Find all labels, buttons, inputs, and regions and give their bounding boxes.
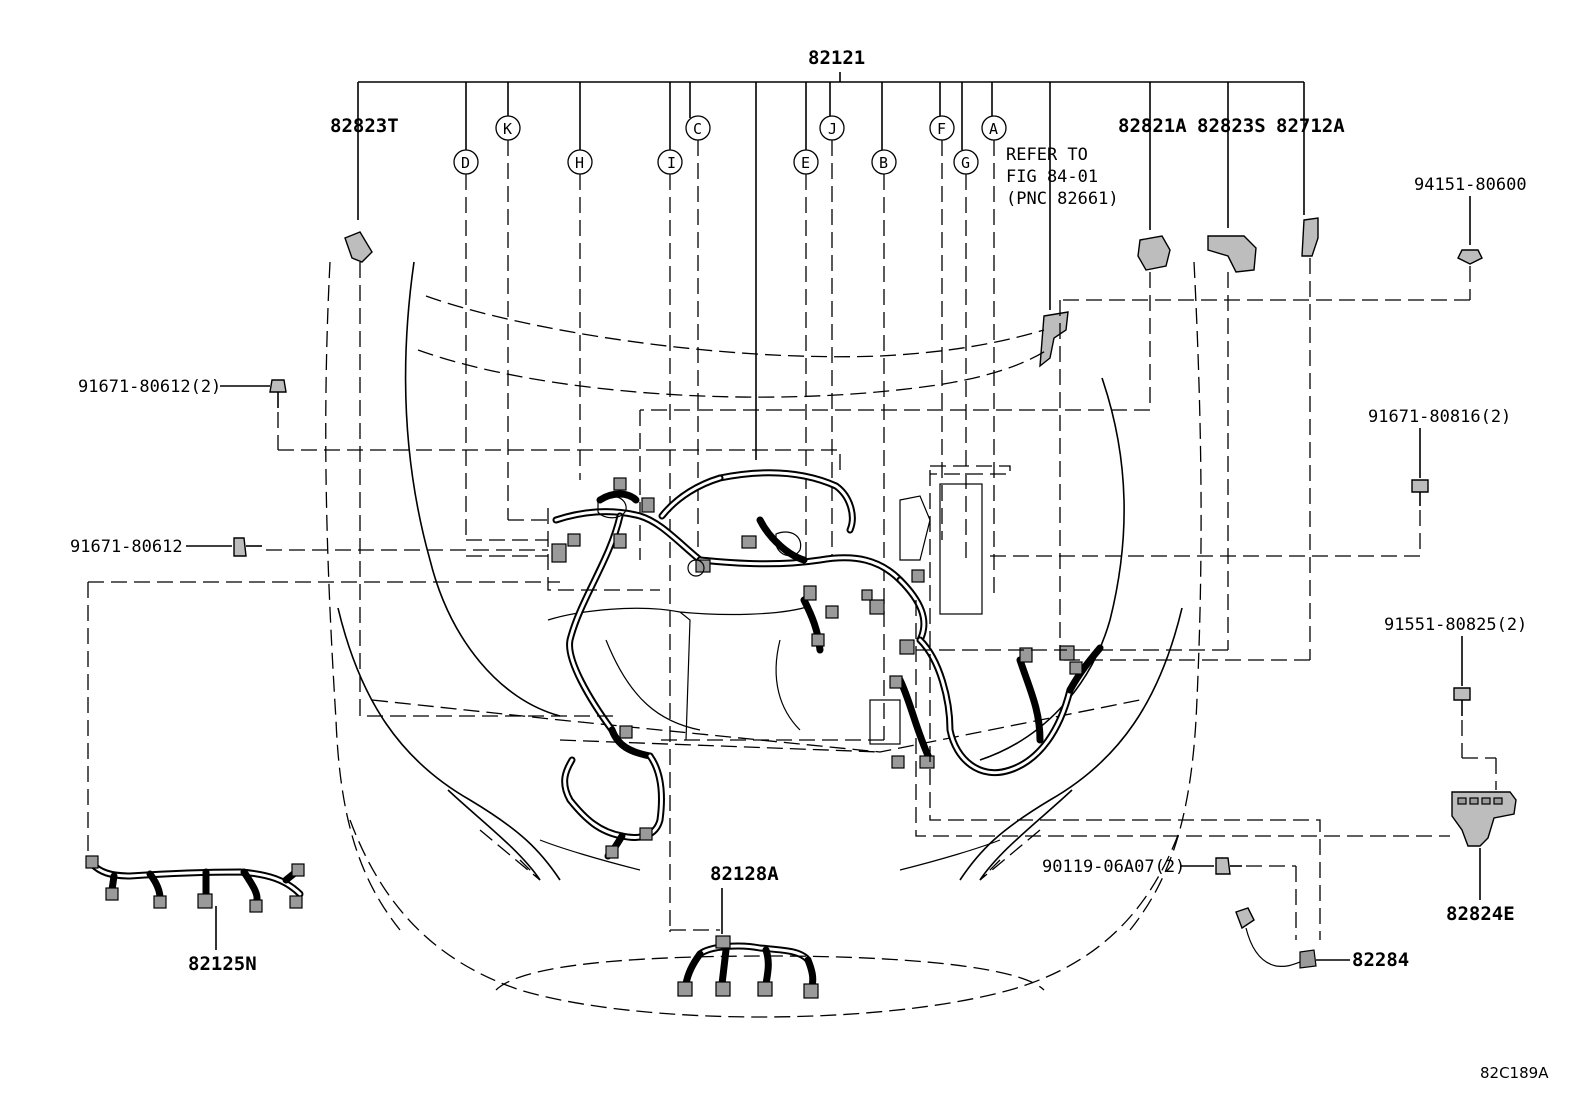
svg-text:H: H xyxy=(575,154,584,172)
sub-harness-82128a xyxy=(670,888,819,999)
svg-text:F: F xyxy=(937,120,946,138)
svg-text:K: K xyxy=(503,120,512,138)
callout-e: E xyxy=(793,149,819,560)
svg-text:FIG 84-01: FIG 84-01 xyxy=(1006,167,1098,187)
relay-block-82824e xyxy=(1451,757,1517,900)
figure-code: 82C189A xyxy=(1480,1064,1549,1082)
part-number-82823t: 82823T xyxy=(330,115,399,137)
part-number-91671-80816-2: 91671-80816(2) xyxy=(1368,407,1511,427)
reference-note: REFER TO FIG 84-01 (PNC 82661) xyxy=(1006,145,1119,209)
callout-d: D xyxy=(453,149,479,540)
callout-b: B xyxy=(871,149,897,740)
bolt-91671-80816 xyxy=(990,428,1429,557)
part-number-82824e: 82824E xyxy=(1446,903,1515,925)
bolt-91671-80612 xyxy=(186,537,548,557)
vehicle-body-outline xyxy=(325,261,1202,1018)
nut-94151 xyxy=(1062,196,1483,301)
clamp-82823t xyxy=(344,231,373,700)
svg-text:REFER TO: REFER TO xyxy=(1006,145,1088,165)
svg-text:J: J xyxy=(828,120,837,138)
callout-j: J xyxy=(819,115,845,560)
callout-f: F xyxy=(929,115,955,540)
bolt-91671-80612-2 xyxy=(220,379,660,451)
callout-a: A xyxy=(981,115,1007,600)
part-number-94151-80600: 94151-80600 xyxy=(1414,175,1527,195)
sensor-82284 xyxy=(1235,907,1350,969)
part-number-91671-80612: 91671-80612 xyxy=(70,537,183,557)
part-number-90119-06a07-2: 90119-06A07(2) xyxy=(1042,857,1185,877)
part-number-82823s: 82823S xyxy=(1197,115,1266,137)
svg-text:G: G xyxy=(961,154,970,172)
engine-wire-harness-82121 xyxy=(547,469,1104,860)
part-number-82121: 82121 xyxy=(808,47,865,69)
main-part-bracket xyxy=(357,72,1305,460)
part-number-82821a: 82821A xyxy=(1118,115,1187,137)
bolt-91551-80825 xyxy=(1453,636,1471,758)
part-number-82712a: 82712A xyxy=(1276,115,1345,137)
callout-h: H xyxy=(567,149,593,480)
part-number-91671-80612-2: 91671-80612(2) xyxy=(78,377,221,397)
part-number-82284: 82284 xyxy=(1352,949,1409,971)
part-number-82128a: 82128A xyxy=(710,863,779,885)
sub-harness-82125n xyxy=(85,581,560,950)
svg-text:A: A xyxy=(989,120,998,138)
part-number-91551-80825-2: 91551-80825(2) xyxy=(1384,615,1527,635)
bolt-90119 xyxy=(1180,857,1297,940)
leader-lines xyxy=(359,300,1450,940)
callout-g: G xyxy=(953,149,979,560)
svg-text:(PNC 82661): (PNC 82661) xyxy=(1006,189,1119,209)
bracket-82821a xyxy=(639,235,1171,560)
svg-text:E: E xyxy=(801,154,810,172)
protector-pnc-82661 xyxy=(1039,311,1069,368)
clamp-82823s xyxy=(1207,235,1257,650)
svg-text:I: I xyxy=(667,154,676,172)
clamp-82712a xyxy=(1060,217,1319,661)
svg-text:C: C xyxy=(693,120,702,138)
svg-text:B: B xyxy=(879,154,888,172)
svg-text:D: D xyxy=(461,154,470,172)
callout-k: K xyxy=(495,115,521,520)
part-number-82125n: 82125N xyxy=(188,953,257,975)
callout-i: I xyxy=(657,149,683,930)
